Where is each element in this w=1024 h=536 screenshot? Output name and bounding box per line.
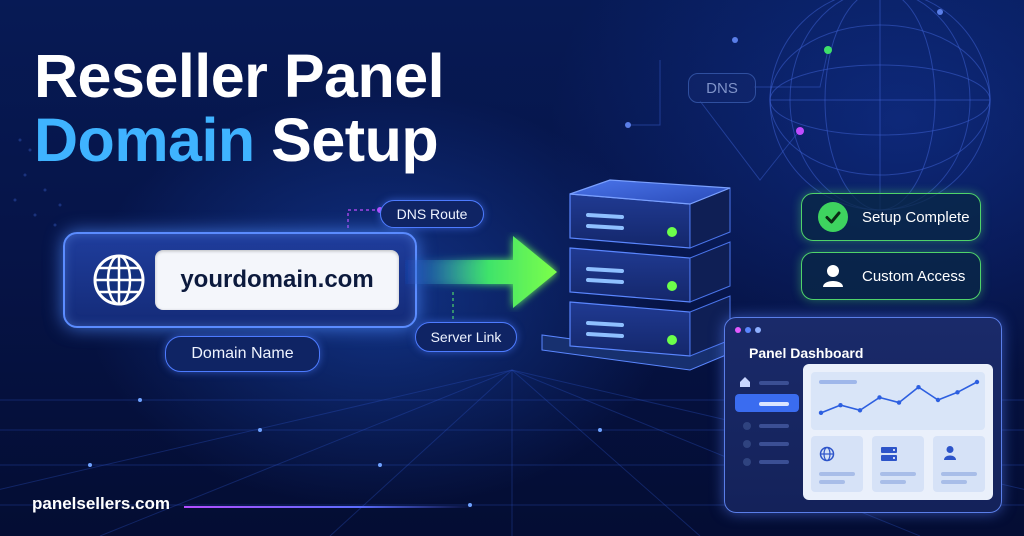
setup-complete-label: Setup Complete [862, 208, 970, 226]
mini-card-dns[interactable] [811, 436, 863, 492]
chart-point [877, 395, 882, 400]
mini-card-bar [819, 480, 845, 484]
dns-tag: DNS [688, 73, 756, 103]
mini-card-bar [819, 472, 855, 476]
chart-point [857, 408, 863, 413]
setup-complete-card: Setup Complete [801, 193, 981, 241]
mini-card-storage[interactable] [872, 436, 924, 492]
storage-icon [881, 447, 897, 461]
dns-globe-icon [819, 446, 835, 462]
user-icon [818, 261, 848, 291]
sidebar-dot-3 [743, 458, 751, 466]
dashboard-title: Panel Dashboard [749, 345, 864, 361]
arrow-icon [405, 236, 557, 308]
chart-caption-bar [819, 380, 857, 384]
sidebar-item-home[interactable] [759, 381, 789, 385]
chart-point [955, 390, 960, 395]
headline: Reseller Panel Domain Setup [34, 42, 445, 174]
sidebar-dot-1 [743, 422, 751, 430]
sidebar-item-4[interactable] [759, 460, 789, 464]
headline-accent-word: Domain [34, 106, 255, 174]
chart-line [820, 381, 978, 414]
server-link-tag: Server Link [415, 322, 517, 352]
custom-access-label: Custom Access [862, 267, 966, 285]
chart-point [916, 384, 921, 390]
sidebar-item-3[interactable] [759, 442, 789, 446]
chart-point [818, 410, 824, 416]
sidebar-active-bar [759, 402, 789, 406]
server-icon [541, 179, 739, 371]
sidebar-dot-2 [743, 440, 751, 448]
footer-site-link[interactable]: panelsellers.com [32, 494, 170, 513]
profile-icon [944, 446, 956, 460]
mini-card-bar [880, 480, 906, 484]
dns-route-tag: DNS Route [380, 200, 484, 228]
custom-access-card: Custom Access [801, 252, 981, 300]
mini-card-bar [941, 472, 977, 476]
dashboard-content [803, 364, 993, 500]
check-icon [818, 202, 848, 232]
chart-point [935, 397, 941, 403]
headline-rest: Setup [271, 106, 439, 174]
globe-icon [93, 254, 145, 306]
home-icon [740, 377, 750, 387]
window-dot-1 [735, 327, 741, 333]
headline-line-1: Reseller Panel [34, 42, 445, 110]
sidebar-item-2[interactable] [759, 424, 789, 428]
chart-point [974, 379, 980, 385]
chart-point [838, 402, 843, 408]
chart-point [896, 400, 902, 405]
domain-input-card: yourdomain.com [63, 232, 417, 328]
mini-card-bar [880, 472, 916, 476]
footer-divider [184, 506, 474, 508]
dashboard-line-chart [811, 372, 985, 430]
panel-dashboard-window: Panel Dashboard [724, 317, 1002, 513]
domain-input-field[interactable]: yourdomain.com [155, 250, 399, 310]
mini-chart-svg [818, 379, 980, 416]
mini-card-profile[interactable] [933, 436, 985, 492]
mini-card-bar [941, 480, 967, 484]
window-dot-3 [755, 327, 761, 333]
domain-name-label: Domain Name [165, 336, 320, 372]
window-dot-2 [745, 327, 751, 333]
